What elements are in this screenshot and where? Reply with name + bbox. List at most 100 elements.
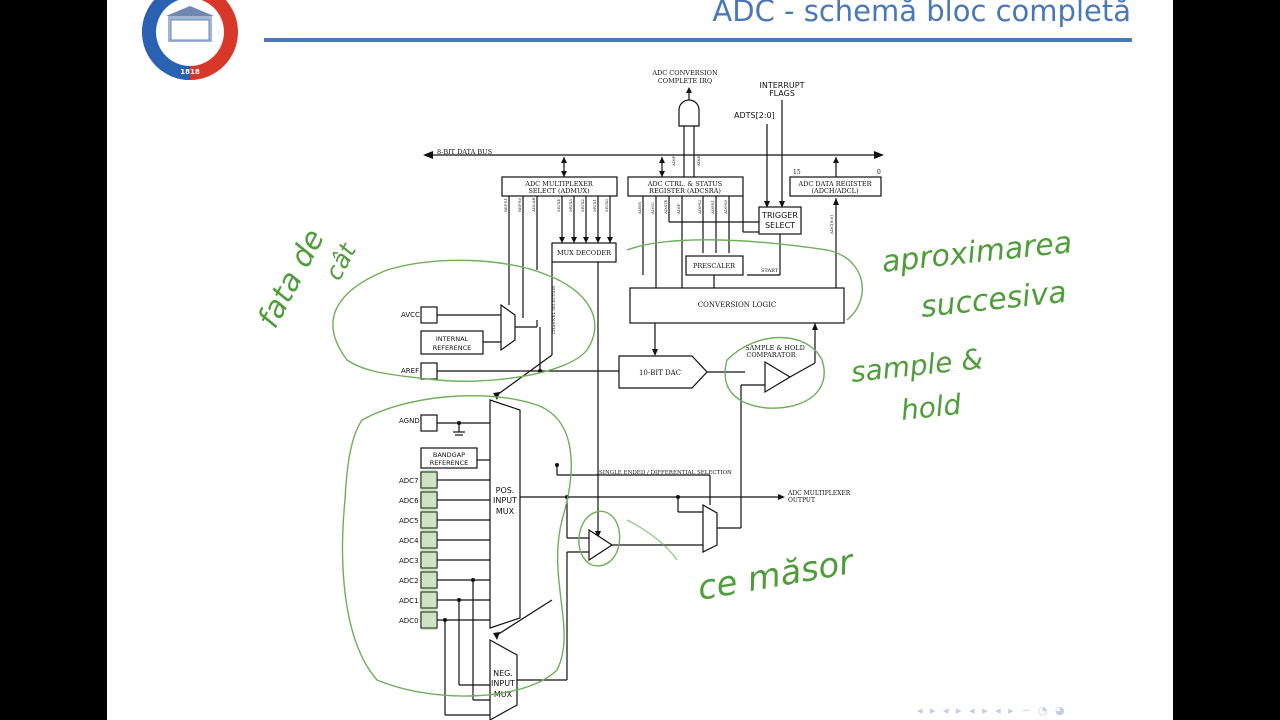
- pos-input-mux: POS. INPUT MUX: [489, 354, 567, 629]
- adc-data-bits: ADC[9:0]: [829, 215, 834, 235]
- irq-bit-adif: ADIF: [671, 155, 676, 167]
- adcsra-bit-adsc: ADSC: [650, 202, 655, 215]
- diff-amp-section: ADC MULTIPLEXER OUTPUT SINGLE ENDED / DI…: [555, 463, 851, 562]
- irq-bit-adie: ADIE: [696, 155, 701, 167]
- title-rule: [264, 38, 1132, 42]
- adcsra-bit-adif: ADIF: [676, 203, 681, 215]
- pin-adc7: ADC7: [399, 477, 419, 485]
- annotation-succesiva: succesiva: [919, 275, 1068, 325]
- enclosure-comparator: [724, 336, 825, 409]
- pos-mux-label-3: MUX: [496, 507, 515, 516]
- pin-adc4: ADC4: [399, 537, 419, 545]
- admux-bit-mux2: MUX2: [580, 199, 585, 212]
- internal-ref-label-2: REFERENCE: [433, 344, 472, 352]
- adcsra-bit-adate: ADATE: [663, 200, 668, 215]
- sample-hold-label: SAMPLE & HOLD: [745, 344, 805, 352]
- pin-avcc: AVCC: [401, 311, 420, 319]
- pin-adc6-row: ADC6: [399, 491, 490, 509]
- enclosure-reference: [332, 259, 596, 382]
- channel-selection-label: CHANNEL SELECTION: [551, 285, 556, 334]
- highlight-adc-pins: [421, 470, 437, 630]
- enclosure-sar: [626, 239, 863, 321]
- enclosure-inputs: [341, 394, 572, 697]
- data-bus: 8-BIT DATA BUS: [423, 148, 884, 159]
- admux-label-2: SELECT (ADMUX): [528, 187, 590, 195]
- conversion-logic-label: CONVERSION LOGIC: [698, 301, 776, 309]
- neg-mux-label-1: NEG.: [493, 669, 513, 678]
- annotation-sample: sample &: [849, 342, 984, 389]
- adcsra-register: ADC CTRL. & STATUS REGISTER (ADCSRA) ADE…: [627, 157, 759, 290]
- adc-irq-label-2: COMPLETE IRQ: [658, 77, 712, 85]
- pin-adc0: ADC0: [399, 617, 419, 625]
- admux-bit-refs1: REFS1: [503, 198, 508, 212]
- enclosure-amp: [578, 510, 621, 567]
- pin-adc0-row: ADC0: [399, 611, 490, 716]
- adcsra-label: ADC CTRL. & STATUS: [647, 180, 723, 188]
- pin-adc6: ADC6: [399, 497, 419, 505]
- trigger-label: TRIGGER: [761, 211, 798, 220]
- adc-pins: ADC7 ADC6 ADC5 ADC4 ADC3 ADC2 ADC1 ADC0: [399, 471, 490, 716]
- adc-irq-label: ADC CONVERSION: [651, 69, 718, 77]
- annotation-aproximarea: aproximarea: [880, 225, 1074, 280]
- pin-adc3: ADC3: [399, 557, 419, 565]
- pin-adc3-row: ADC3: [399, 551, 490, 569]
- conversion-logic: CONVERSION LOGIC: [629, 287, 845, 363]
- adc-data-label: ADC DATA REGISTER: [797, 180, 872, 188]
- adcsra-bit-adps1: ADPS1: [710, 200, 715, 215]
- bandgap-label-2: REFERENCE: [430, 459, 469, 467]
- bit-0-label: 0: [877, 169, 881, 176]
- pin-adc5-row: ADC5: [399, 511, 490, 529]
- mux-decoder: MUX DECODER: [551, 242, 617, 538]
- admux-bit-refs0: REFS0: [517, 198, 522, 212]
- neg-input-mux: NEG. INPUT MUX: [489, 551, 589, 720]
- pin-adc5: ADC5: [399, 517, 419, 525]
- adcsra-bit-adps0: ADPS0: [723, 199, 728, 215]
- neg-mux-label-2: INPUT: [491, 679, 515, 688]
- pos-mux-label-1: POS.: [496, 486, 515, 495]
- admux-bit-mux1: MUX1: [592, 199, 597, 212]
- adts-label: ADTS[2:0]: [734, 111, 775, 120]
- admux-bit-adlar: ADLAR: [531, 196, 536, 213]
- admux-label: ADC MULTIPLEXER: [524, 180, 594, 188]
- university-logo: 1818: [142, 0, 238, 80]
- pin-adc1: ADC1: [399, 597, 419, 605]
- annotation-ce-masor: ce măsor: [695, 542, 858, 609]
- slide: 1818 ADC - schemă bloc completă 8-BIT DA…: [107, 0, 1173, 720]
- bandgap-label: BANDGAP: [433, 451, 465, 459]
- pin-agnd: AGND: [399, 417, 420, 425]
- start-label: START: [761, 268, 779, 274]
- dac: 10-BIT DAC: [618, 355, 745, 389]
- beamer-navigation[interactable]: ◂ ▸ ◂ ▸ ◂ ▸ ◂ ▸ ∽ ◔ ◕: [917, 704, 1067, 717]
- logo-year: 1818: [180, 68, 200, 76]
- adcsra-label-2: REGISTER (ADCSRA): [649, 187, 721, 195]
- pin-adc4-row: ADC4: [399, 531, 490, 549]
- annotation-fata-de: fata de: [251, 224, 332, 334]
- admux-bit-mux0: MUX0: [604, 199, 609, 212]
- mux-decoder-label: MUX DECODER: [557, 249, 612, 257]
- adc-block-diagram: 8-BIT DATA BUS ADC CONVERSION COMPLETE I…: [251, 69, 1074, 720]
- single-ended-label: SINGLE ENDED / DIFFERENTIAL SELECTION: [599, 470, 732, 476]
- interrupt-flags-label-2: FLAGS: [769, 89, 795, 98]
- irq-section: ADC CONVERSION COMPLETE IRQ ADIF ADIE IN…: [651, 69, 805, 208]
- admux-bit-mux4: MUX4: [556, 199, 561, 212]
- admux-bit-lines: [508, 196, 613, 318]
- adcsra-bit-aden: ADEN: [637, 201, 642, 215]
- pin-adc2: ADC2: [399, 577, 419, 585]
- bandgap-section: BANDGAP REFERENCE: [420, 447, 490, 469]
- prescaler: PRESCALER START: [685, 255, 780, 288]
- trigger-select: TRIGGER SELECT: [758, 206, 802, 275]
- bit-15-label: 15: [793, 169, 801, 176]
- trigger-label-2: SELECT: [765, 221, 795, 230]
- adc-data-register: 15 0 ADC DATA REGISTER (ADCH/ADCL) ADC[9…: [789, 157, 882, 288]
- comparator-label: COMPARATOR: [746, 351, 796, 359]
- pin-adc7-row: ADC7: [399, 471, 490, 489]
- pin-aref: AREF: [401, 367, 419, 375]
- interrupt-flags-label: INTERRUPT: [760, 81, 805, 90]
- adcsra-bit-adps2: ADPS2: [697, 199, 702, 215]
- internal-ref-label: INTERNAL: [436, 335, 469, 343]
- pos-mux-label-2: INPUT: [493, 496, 517, 505]
- mux-output-label-2: OUTPUT: [788, 497, 815, 504]
- slide-title: ADC - schemă bloc completă: [712, 0, 1131, 28]
- admux-bit-mux3: MUX3: [568, 199, 573, 212]
- reference-section: AVCC INTERNAL REFERENCE AREF CHANNEL SEL…: [401, 285, 619, 380]
